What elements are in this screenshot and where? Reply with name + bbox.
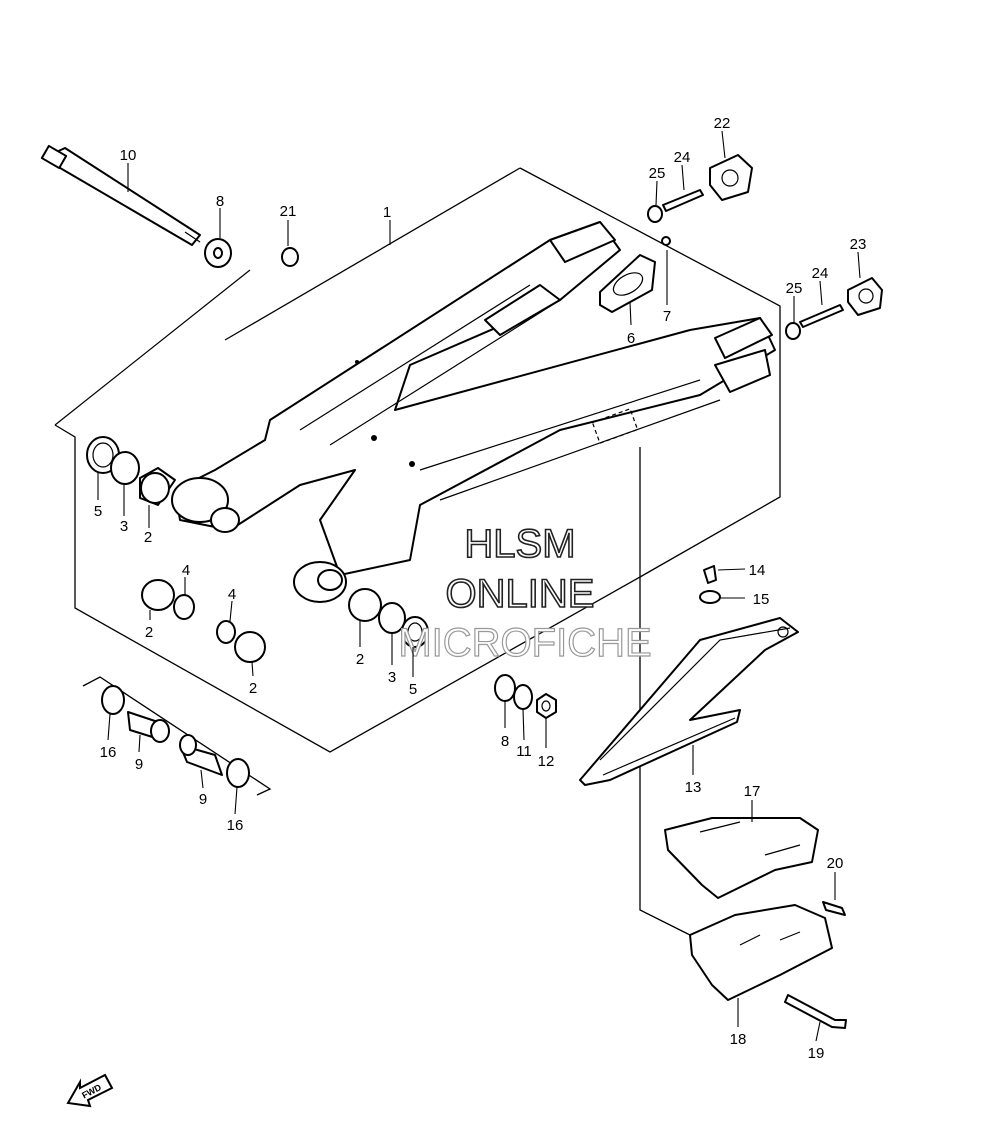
- bearing-2-lower[interactable]: [216, 620, 266, 663]
- watermark: HLSM ONLINE MICROFICHE: [398, 521, 653, 665]
- callout-14: 14: [749, 562, 766, 579]
- callout-3: 3: [388, 669, 396, 686]
- bearing-2-right[interactable]: [348, 588, 429, 648]
- callout-3: 3: [120, 518, 128, 535]
- callout-12: 12: [538, 753, 555, 770]
- washer-8-top[interactable]: [204, 238, 232, 268]
- callout-2: 2: [356, 651, 364, 668]
- callout-24: 24: [674, 149, 691, 166]
- washer-11[interactable]: [513, 684, 533, 710]
- screw-14[interactable]: [703, 565, 717, 584]
- callout-10: 10: [120, 147, 137, 164]
- callout-15: 15: [753, 591, 770, 608]
- pivot-shaft[interactable]: [40, 144, 201, 246]
- chain-slider-13[interactable]: [579, 617, 799, 786]
- callout-8: 8: [501, 733, 509, 750]
- callout-19: 19: [808, 1045, 825, 1062]
- nut-12[interactable]: [536, 693, 557, 719]
- callout-17: 17: [744, 783, 761, 800]
- callout-18: 18: [730, 1031, 747, 1048]
- bolt-20[interactable]: [822, 901, 846, 916]
- fwd-arrow-icon: FWD: [66, 1073, 114, 1108]
- collar-9-left[interactable]: [127, 711, 170, 743]
- watermark-line1: HLSM: [464, 522, 575, 566]
- washer-15[interactable]: [699, 590, 721, 604]
- bolt-19[interactable]: [784, 994, 847, 1029]
- chain-guide-17[interactable]: [664, 817, 819, 899]
- callout-2: 2: [249, 680, 257, 697]
- callout-16: 16: [227, 817, 244, 834]
- callout-5: 5: [409, 681, 417, 698]
- washer-25-right[interactable]: [785, 322, 801, 340]
- callout-4: 4: [228, 586, 236, 603]
- washer-16-left[interactable]: [101, 685, 125, 715]
- callout-9: 9: [135, 756, 143, 773]
- callout-22: 22: [714, 115, 731, 132]
- assembly-frame: [54, 167, 781, 936]
- collar-9-right[interactable]: [179, 734, 223, 776]
- callout-16: 16: [100, 744, 117, 761]
- adjuster-block-22[interactable]: [709, 154, 753, 201]
- screw-7[interactable]: [661, 236, 671, 246]
- washer-8-lower[interactable]: [494, 674, 516, 702]
- callout-9: 9: [199, 791, 207, 808]
- callout-24: 24: [812, 265, 829, 282]
- adjuster-block-23[interactable]: [847, 277, 883, 316]
- callout-4: 4: [182, 562, 190, 579]
- callout-labels: 1 2 2 2 2 3 3 4 4 5 5 6 7 8 8 9 9 10 11 …: [94, 115, 867, 1062]
- callout-25: 25: [649, 165, 666, 182]
- watermark-line3: MICROFICHE: [398, 621, 651, 665]
- bolt-24-right[interactable]: [799, 304, 844, 328]
- callout-23: 23: [850, 236, 867, 253]
- cover-6[interactable]: [599, 254, 656, 313]
- washer-21[interactable]: [281, 247, 299, 267]
- callout-6: 6: [627, 330, 635, 347]
- callout-13: 13: [685, 779, 702, 796]
- washer-25-top[interactable]: [647, 205, 663, 223]
- callout-11: 11: [516, 743, 532, 760]
- callout-2: 2: [145, 624, 153, 641]
- spacer-3-left[interactable]: [110, 451, 140, 485]
- callout-5: 5: [94, 503, 102, 520]
- callout-2: 2: [144, 529, 152, 546]
- callout-25: 25: [786, 280, 803, 297]
- callout-20: 20: [827, 855, 844, 872]
- leader-lines: [97, 130, 861, 1042]
- washer-16-right[interactable]: [226, 758, 250, 788]
- callout-8: 8: [216, 193, 224, 210]
- callout-7: 7: [663, 308, 671, 325]
- swingarm-body[interactable]: [171, 221, 776, 603]
- bracket-18[interactable]: [689, 904, 833, 1001]
- callout-1: 1: [383, 204, 391, 221]
- bearing-2-mid[interactable]: [141, 579, 195, 620]
- bolt-24-top[interactable]: [662, 189, 704, 212]
- callout-21: 21: [280, 203, 297, 220]
- watermark-line2: ONLINE: [446, 572, 595, 616]
- bearing-2-left[interactable]: [139, 467, 176, 506]
